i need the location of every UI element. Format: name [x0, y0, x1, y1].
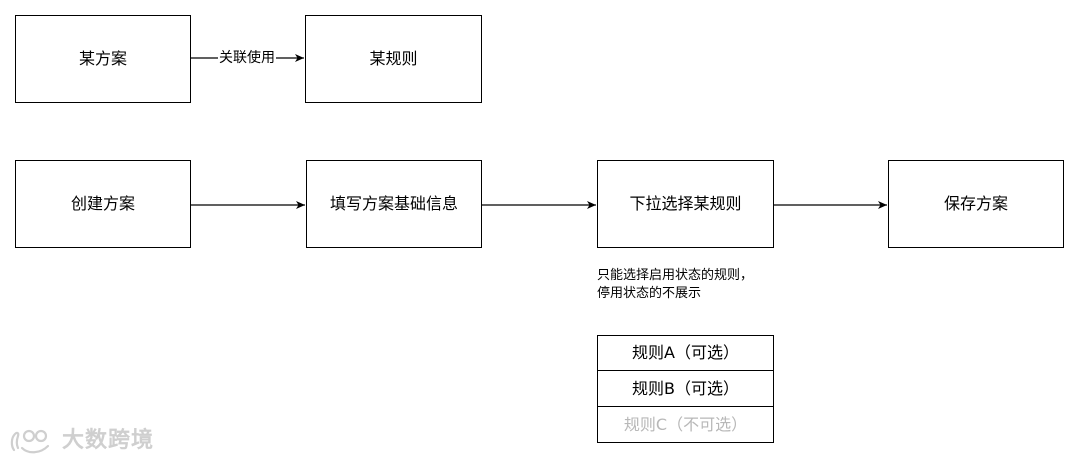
legend-target-label: 某规则 — [369, 49, 418, 68]
watermark: 大数跨境 — [8, 424, 154, 458]
rule-option-a[interactable]: 规则A（可选） — [597, 335, 774, 371]
flow-step-fill-info: 填写方案基础信息 — [306, 160, 482, 248]
rule-option-b[interactable]: 规则B（可选） — [597, 371, 774, 407]
selection-note: 只能选择启用状态的规则，停用状态的不展示 — [597, 268, 754, 301]
flow-step-label: 创建方案 — [70, 194, 135, 213]
legend-relation-label: 关联使用 — [218, 50, 276, 66]
rule-dropdown-list: 规则A（可选） 规则B（可选） 规则C（不可选） — [597, 335, 774, 443]
legend-target-node: 某规则 — [305, 15, 482, 103]
rule-option-label: 规则A（可选） — [632, 343, 739, 362]
watermark-text: 大数跨境 — [62, 428, 155, 453]
legend-source-node: 某方案 — [15, 15, 191, 103]
flow-step-label: 填写方案基础信息 — [329, 194, 458, 213]
watermark-logo-icon — [10, 429, 50, 454]
flow-step-label: 保存方案 — [943, 194, 1008, 213]
flow-step-create-plan: 创建方案 — [15, 160, 191, 248]
rule-option-label: 规则B（可选） — [632, 378, 739, 398]
legend-source-label: 某方案 — [78, 49, 127, 68]
rule-option-c-disabled: 规则C（不可选） — [597, 407, 774, 443]
flow-step-select-rule: 下拉选择某规则 — [597, 160, 774, 248]
flow-step-save-plan: 保存方案 — [888, 160, 1064, 248]
rule-option-label: 规则C（不可选） — [623, 414, 748, 434]
flow-step-label: 下拉选择某规则 — [629, 194, 742, 213]
